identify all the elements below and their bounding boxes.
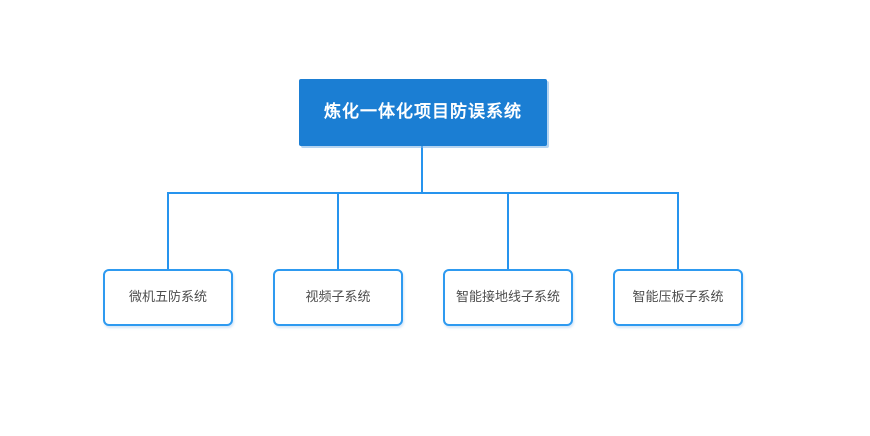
node-root-label: 炼化一体化项目防误系统 [324,102,522,122]
node-child-label: 智能接地线子系统 [455,289,560,305]
node-child-yaban[interactable]: 智能压板子系统 [613,269,743,326]
node-child-label: 微机五防系统 [128,289,207,305]
node-root[interactable]: 炼化一体化项目防误系统 [299,79,547,146]
node-child-grounding[interactable]: 智能接地线子系统 [443,269,573,326]
node-child-wufang[interactable]: 微机五防系统 [103,269,233,326]
node-child-label: 视频子系统 [305,289,371,305]
node-child-label: 智能压板子系统 [632,289,724,305]
node-child-video[interactable]: 视频子系统 [273,269,403,326]
